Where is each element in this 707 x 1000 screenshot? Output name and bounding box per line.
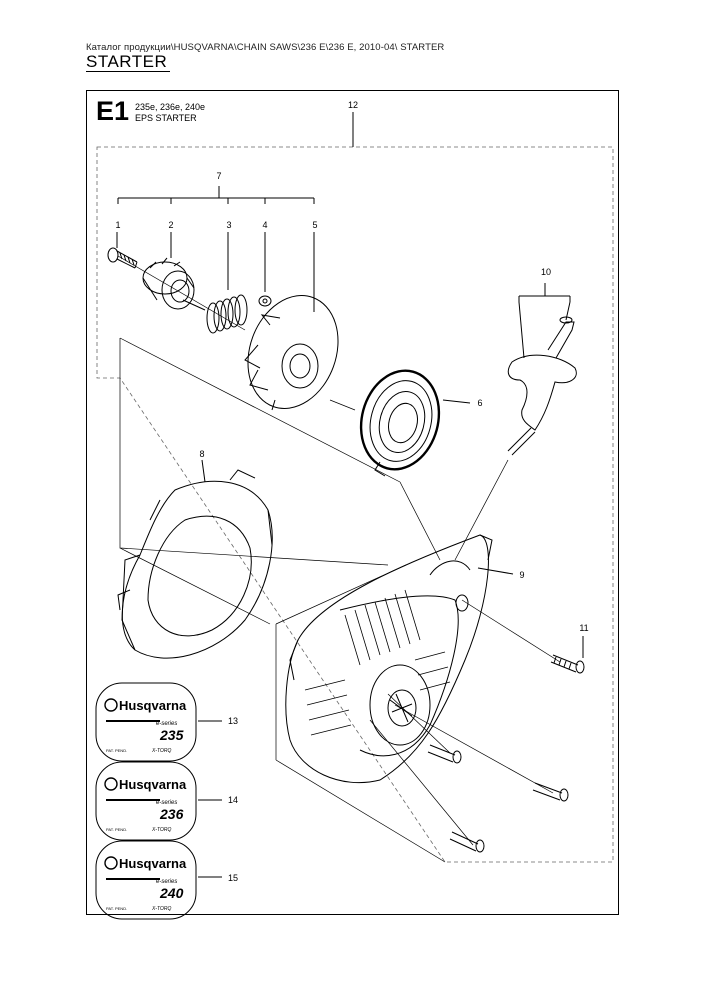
callout-13: 13 xyxy=(227,716,239,726)
part-3-spring xyxy=(182,294,248,334)
callout-6: 6 xyxy=(477,398,483,408)
bracket-7 xyxy=(117,186,315,204)
callout-5: 5 xyxy=(312,220,318,230)
decal-14-outline xyxy=(95,761,197,841)
part-8-fan-cover xyxy=(117,469,273,659)
part-9-housing xyxy=(285,534,493,784)
callout-1: 1 xyxy=(115,220,121,230)
callout-3: 3 xyxy=(226,220,232,230)
decal-14-series: e-series xyxy=(156,800,177,806)
decal-15-series: e-series xyxy=(156,879,177,885)
section-code: E1 xyxy=(96,96,130,126)
page-title: STARTER xyxy=(86,52,168,71)
assembly-name: EPS STARTER xyxy=(135,113,197,123)
decal-15-outline xyxy=(95,840,197,920)
callout-4: 4 xyxy=(262,220,268,230)
decal-14-left: PAT. PEND. xyxy=(106,827,127,832)
decal-13-series: e-series xyxy=(156,721,177,727)
decal-15-left: PAT. PEND. xyxy=(106,906,127,911)
decal-15-brand: Husqvarna xyxy=(119,856,187,871)
decal-13: Husqvarna e-series 235 PAT. PEND. X-TORQ xyxy=(104,698,187,754)
model-list: 235e, 236e, 240e xyxy=(135,102,206,112)
part-1-screw xyxy=(107,247,138,269)
decal-13-left: PAT. PEND. xyxy=(106,748,127,753)
decal-14: Husqvarna e-series 236 PAT. PEND. X-TORQ xyxy=(104,777,187,833)
decal-15-right: X-TORQ xyxy=(151,906,171,912)
part-10-handle xyxy=(507,316,577,456)
decal-15-model: 240 xyxy=(159,885,184,901)
housing-screw-a xyxy=(427,744,462,764)
housing-screw-c xyxy=(449,831,485,853)
diagram-frame xyxy=(86,90,619,915)
bracket-10 xyxy=(518,283,571,302)
callout-10: 10 xyxy=(540,267,552,277)
part-6-reel xyxy=(359,369,441,477)
decal-14-brand: Husqvarna xyxy=(119,777,187,792)
title-underline xyxy=(86,71,170,72)
part-4-washer xyxy=(258,295,272,307)
decal-13-right: X-TORQ xyxy=(151,748,171,754)
part-5-pulley xyxy=(244,295,339,411)
callout-2: 2 xyxy=(168,220,174,230)
decal-15: Husqvarna e-series 240 PAT. PEND. X-TORQ xyxy=(104,856,187,912)
part-11-screw xyxy=(550,654,585,674)
callout-12: 12 xyxy=(347,100,359,110)
decal-13-brand: Husqvarna xyxy=(119,698,187,713)
callout-11: 11 xyxy=(579,623,589,633)
callout-15: 15 xyxy=(227,873,239,883)
part-2-hub xyxy=(142,257,195,310)
decal-14-right: X-TORQ xyxy=(151,827,171,833)
housing-screw-b xyxy=(532,782,569,802)
decal-13-model: 235 xyxy=(159,727,184,743)
callout-7: 7 xyxy=(216,171,222,181)
callout-8: 8 xyxy=(199,449,205,459)
callout-14: 14 xyxy=(227,795,239,805)
callout-9: 9 xyxy=(519,570,525,580)
decal-13-outline xyxy=(95,682,197,762)
assembly-outline-12 xyxy=(96,146,614,863)
decal-14-model: 236 xyxy=(159,806,184,822)
breadcrumb: Каталог продукции\HUSQVARNA\CHAIN SAWS\2… xyxy=(86,42,445,53)
